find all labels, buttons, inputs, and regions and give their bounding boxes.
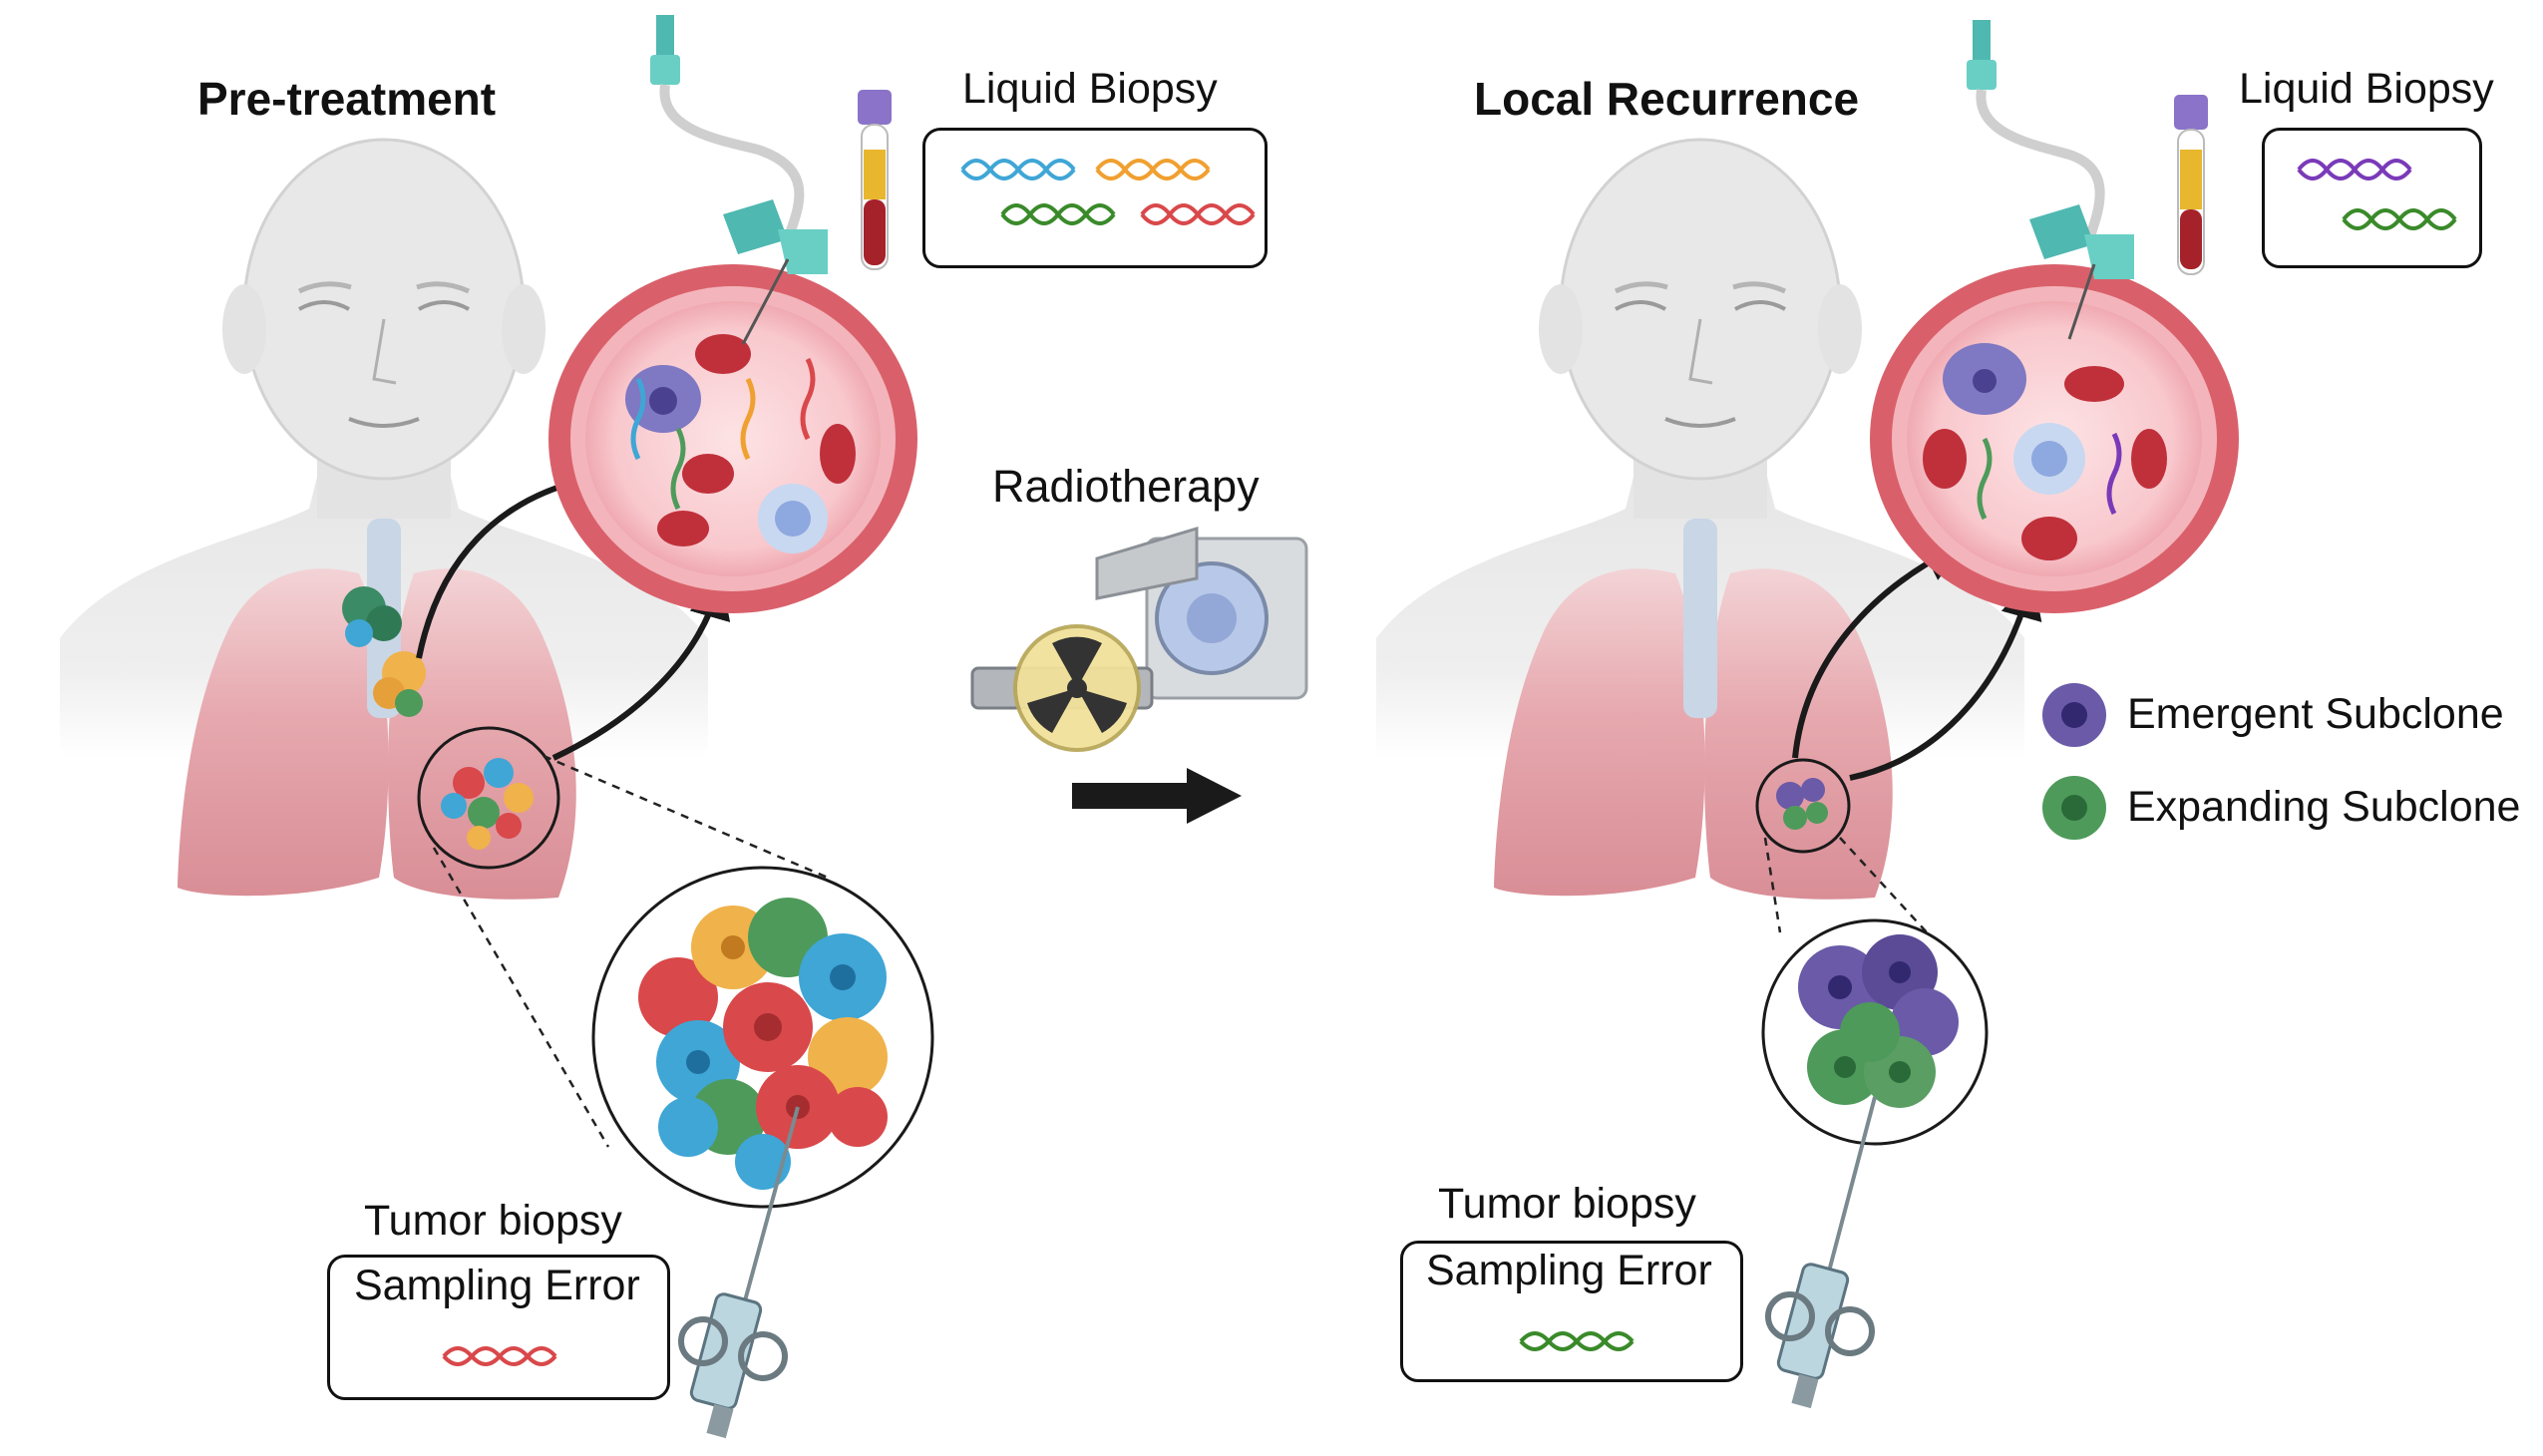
left-tumor-zoom bbox=[591, 866, 934, 1209]
therapy-label: Radiotherapy bbox=[992, 461, 1260, 512]
right-biopsy-needle bbox=[1765, 1096, 1877, 1409]
right-vessel bbox=[1870, 264, 2239, 613]
right-liquid-dna bbox=[2297, 159, 2457, 230]
left-node-upper bbox=[342, 586, 402, 647]
right-blood-tube bbox=[2174, 95, 2208, 275]
left-node-lower bbox=[373, 651, 426, 717]
right-tumor-small bbox=[1755, 758, 1851, 854]
legend-emergent-label: Emergent Subclone bbox=[2127, 690, 2504, 738]
left-tumor-small bbox=[417, 726, 560, 870]
left-blood-tube bbox=[858, 90, 892, 270]
left-liquid-dna bbox=[960, 159, 1256, 225]
right-liquid-biopsy-box bbox=[2262, 128, 2482, 268]
left-sampling-error-label: Sampling Error bbox=[354, 1262, 640, 1309]
right-tumor-zoom bbox=[1761, 918, 1989, 1146]
left-sampling-dna bbox=[442, 1346, 557, 1366]
process-arrow bbox=[1072, 768, 1242, 824]
left-panel-title: Pre-treatment bbox=[197, 73, 497, 125]
legend-emergent-icon bbox=[2042, 683, 2106, 747]
radiotherapy-machine bbox=[970, 526, 1308, 752]
right-tumor-biopsy-label: Tumor biopsy bbox=[1438, 1180, 1696, 1228]
left-iv-line bbox=[650, 15, 828, 345]
left-sampling-error-box bbox=[327, 1255, 670, 1400]
left-vessel bbox=[548, 264, 917, 613]
right-liquid-biopsy-label: Liquid Biopsy bbox=[2239, 65, 2494, 113]
left-biopsy-needle bbox=[678, 1106, 800, 1439]
left-liquid-biopsy-label: Liquid Biopsy bbox=[962, 65, 1218, 113]
right-sampling-error-label: Sampling Error bbox=[1426, 1247, 1712, 1294]
left-tumor-biopsy-label: Tumor biopsy bbox=[364, 1197, 622, 1245]
right-iv-line bbox=[1967, 20, 2134, 340]
legend-expanding-icon bbox=[2042, 776, 2106, 840]
left-liquid-biopsy-box bbox=[922, 128, 1268, 268]
right-panel-title: Local Recurrence bbox=[1474, 73, 1860, 125]
right-sampling-dna bbox=[1519, 1331, 1635, 1351]
legend-expanding-label: Expanding Subclone bbox=[2127, 783, 2521, 831]
right-sampling-error-box bbox=[1400, 1241, 1743, 1382]
